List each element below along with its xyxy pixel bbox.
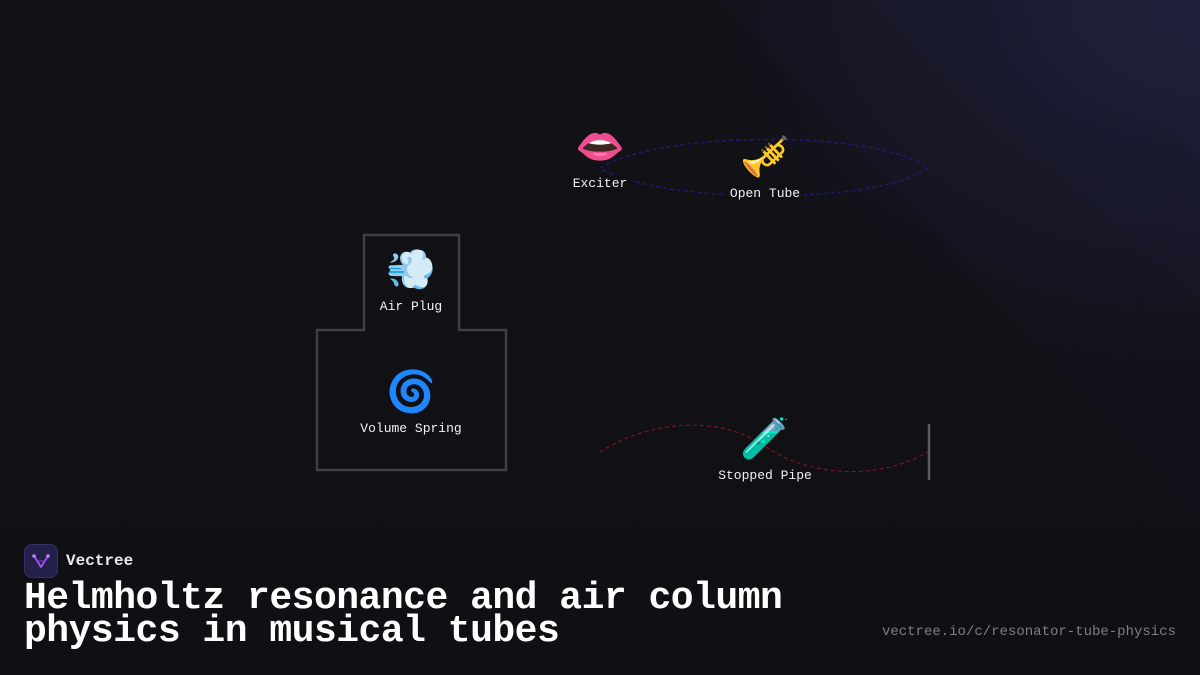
- open-tube-label: Open Tube: [725, 185, 805, 202]
- air-plug-node: 💨 Air Plug: [375, 246, 447, 315]
- open-tube-node: 🎺 Open Tube: [725, 133, 805, 202]
- volume-spring-label: Volume Spring: [356, 420, 466, 437]
- trumpet-icon: 🎺: [740, 134, 790, 180]
- cyclone-icon: 🌀: [386, 369, 436, 415]
- lips-icon: 👄: [575, 124, 625, 170]
- air-plug-label: Air Plug: [375, 298, 447, 315]
- dash-air-icon: 💨: [386, 247, 436, 293]
- vectree-logo-icon: [24, 544, 58, 578]
- stopped-pipe-node: 🧪 Stopped Pipe: [714, 415, 816, 484]
- brand[interactable]: Vectree: [24, 544, 133, 578]
- exciter-label: Exciter: [568, 175, 632, 192]
- stopped-pipe-label: Stopped Pipe: [714, 467, 816, 484]
- source-url[interactable]: vectree.io/c/resonator-tube-physics: [881, 624, 1176, 640]
- helmholtz-resonator-outline: [315, 233, 508, 472]
- page-title: Helmholtz resonance and air column physi…: [24, 577, 783, 653]
- test-tube-icon: 🧪: [740, 416, 790, 462]
- exciter-node: 👄 Exciter: [568, 123, 632, 192]
- open-tube-standing-wave: [599, 138, 930, 197]
- brand-name: Vectree: [66, 552, 134, 570]
- volume-spring-node: 🌀 Volume Spring: [356, 368, 466, 437]
